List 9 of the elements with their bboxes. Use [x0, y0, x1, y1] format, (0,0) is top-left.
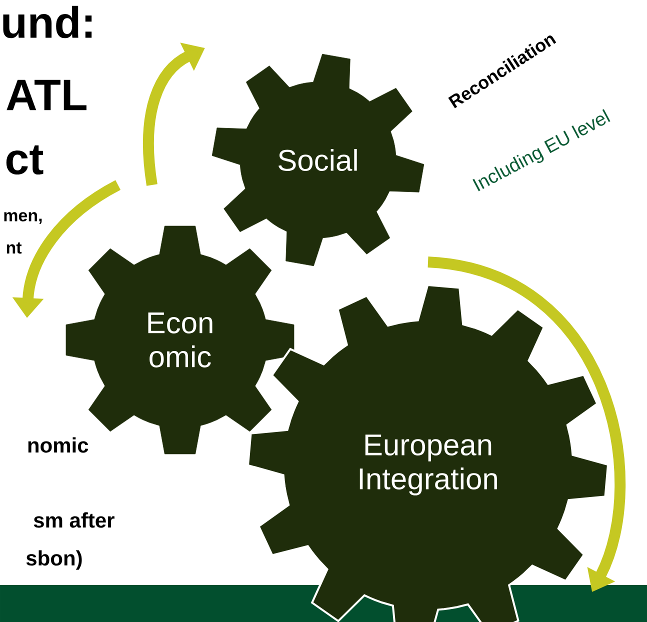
- label-text: ct: [6, 145, 44, 175]
- label-text: nt: [6, 242, 22, 254]
- label-text: men,: [4, 212, 42, 224]
- gear: Social: [212, 54, 424, 266]
- gear: European Integration: [246, 284, 610, 622]
- label-text: sm after: [34, 512, 114, 528]
- label-text: sbon): [26, 550, 82, 570]
- label-text: und:: [3, 6, 92, 38]
- label-text: ATL: [6, 80, 86, 110]
